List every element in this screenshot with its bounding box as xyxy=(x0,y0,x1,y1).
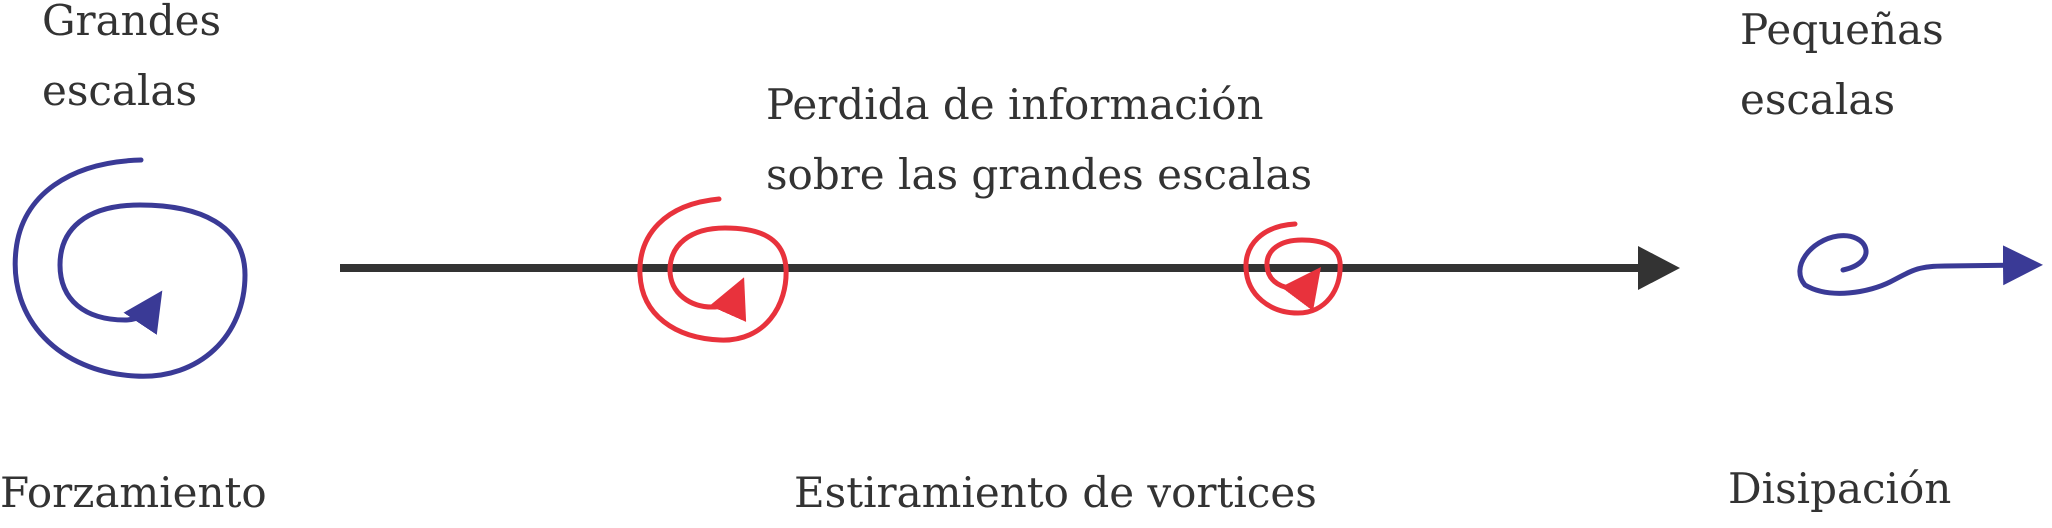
energy-cascade-diagram xyxy=(12,157,2043,379)
large-scales-line1: Grandes xyxy=(42,0,222,45)
medium-eddy-spiral xyxy=(637,196,789,343)
small-scales-line1: Pequeñas xyxy=(1740,5,1944,54)
small-eddy-spiral xyxy=(1243,221,1343,316)
dissipating-eddy-wave xyxy=(1797,233,2043,296)
large-eddy-spiral xyxy=(12,157,248,379)
cascade-axis-arrowhead xyxy=(1638,246,1680,290)
large-scales-label: Grandes escalas xyxy=(42,0,221,126)
large-scales-line2: escalas xyxy=(42,66,197,115)
information-loss-line2: sobre las grandes escalas xyxy=(766,150,1313,199)
forcing-label: Forzamiento xyxy=(0,468,267,517)
small-scales-label: Pequeñas escalas xyxy=(1740,0,1944,135)
dissipation-label: Disipación xyxy=(1728,464,1952,513)
information-loss-label: Perdida de información sobre las grandes… xyxy=(766,70,1312,210)
information-loss-line1: Perdida de información xyxy=(766,80,1264,129)
small-scales-line2: escalas xyxy=(1740,75,1895,124)
vortex-stretching-label: Estiramiento de vortices xyxy=(794,468,1317,517)
